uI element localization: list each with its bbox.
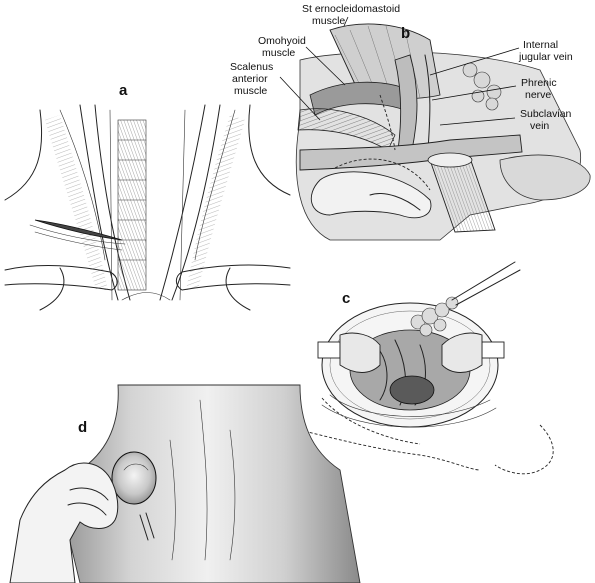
label-scalenus: Scalenus anterior muscle [230, 61, 273, 97]
label-line: Omohyoid [258, 35, 306, 47]
label-line: Subclavian [520, 108, 572, 120]
label-subclavian: Subclavian vein [520, 108, 572, 132]
label-line: nerve [525, 89, 551, 101]
label-phrenic: Phrenic nerve [521, 77, 557, 101]
label-sternocleidomastoid: St ernocleidomastoid muscle [302, 3, 400, 27]
label-line: muscle [262, 47, 295, 59]
label-internal-jugular: Internal jugular vein [518, 39, 573, 63]
label-line: jugular vein [518, 51, 573, 63]
retractor-left [317, 332, 381, 373]
label-line: Internal [523, 39, 558, 51]
retractor-right [441, 332, 505, 373]
panel-letter-d: d [78, 419, 87, 436]
label-line: Phrenic [521, 77, 557, 89]
panel-c [299, 261, 554, 475]
panel-d [9, 384, 361, 583]
examining-hand [9, 462, 155, 583]
panel-letter-a: a [119, 82, 128, 99]
label-omohyoid: Omohyoid muscle [258, 35, 306, 59]
panel-a [4, 104, 291, 311]
panel-b [279, 16, 591, 241]
label-line: muscle [234, 85, 267, 97]
label-line: Scalenus [230, 61, 273, 73]
supraclavicular-incision [29, 219, 126, 251]
label-line: vein [530, 120, 549, 132]
panel-letter-b: b [401, 25, 410, 42]
trachea [117, 119, 147, 291]
label-line: anterior [232, 73, 268, 85]
label-line: muscle [312, 15, 345, 27]
supraclavicular-mass [111, 451, 157, 505]
lymph-fat-pad [410, 296, 459, 337]
label-line: St ernocleidomastoid [302, 3, 400, 15]
panel-letter-c: c [342, 290, 350, 307]
